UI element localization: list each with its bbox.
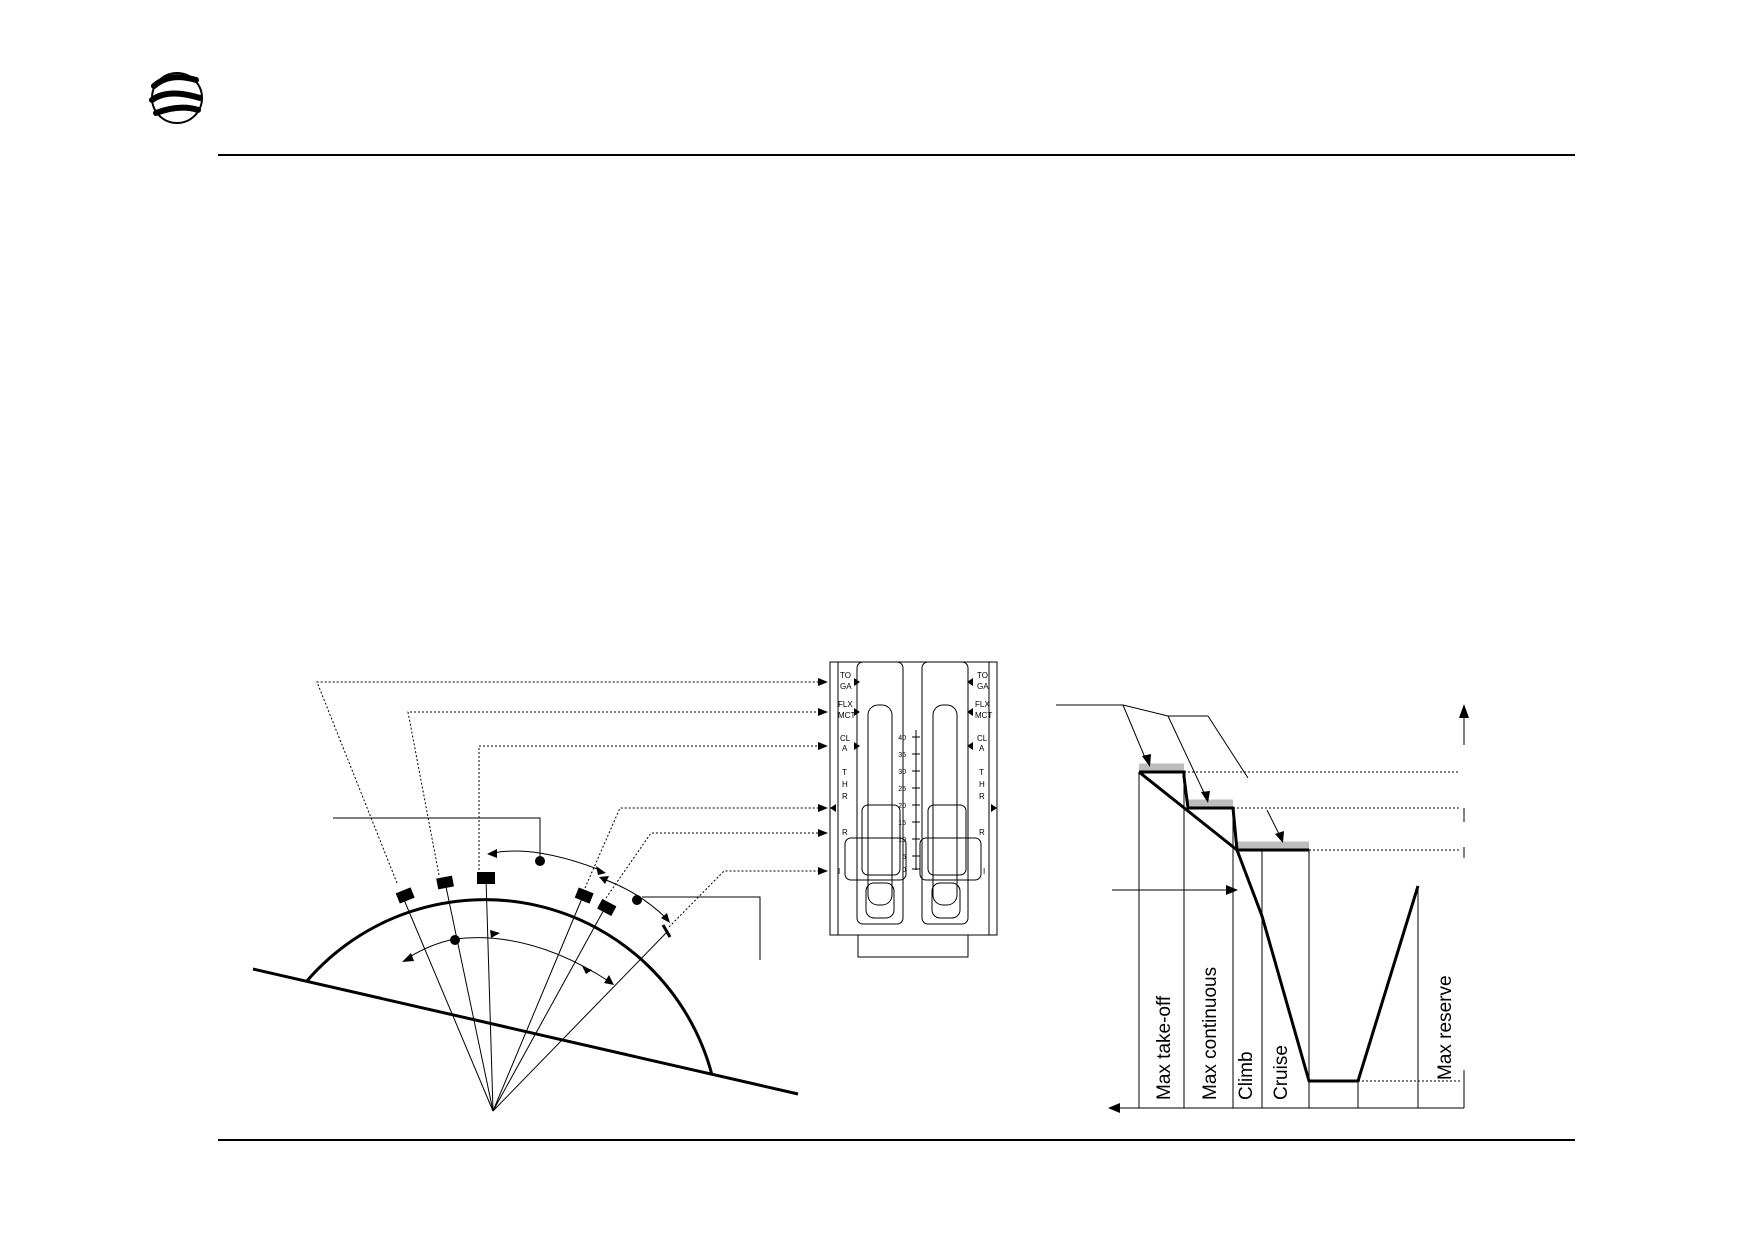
svg-text:20: 20 [898,803,906,810]
svg-text:35: 35 [898,752,906,759]
label-max-take-off: Max take-off [1154,995,1175,1100]
scale-numbers: 40 35 30 25 20 15 10 5 0 [898,735,906,874]
scale-ticks [912,730,920,870]
reverse-leader [642,896,761,960]
upper-leader [333,817,541,856]
rating-callouts [1056,704,1281,891]
label-max-continuous: Max continuous [1200,967,1221,1100]
throttle-quadrant [829,661,998,958]
rating-plateaus [1139,763,1309,849]
label-cruise: Cruise [1271,1045,1292,1100]
quadrant-frame [829,661,998,936]
svg-text:25: 25 [898,786,906,793]
descent-profile-line [1138,770,1420,1083]
svg-text:MCT: MCT [838,711,855,720]
left-detent-labels: TO GA FLX MCT CL A T H R R I [838,671,855,876]
rating-column-labels: Max take-off Max continuous Climb Cruise… [1154,967,1456,1100]
idle-tick [661,924,672,938]
svg-text:I: I [838,867,840,876]
label-max-reserve: Max reserve [1435,975,1456,1080]
svg-text:0: 0 [902,867,906,874]
svg-text:CL: CL [977,734,988,743]
callout-arrowheads [1142,754,1284,895]
svg-text:MCT: MCT [975,711,992,720]
svg-text:T: T [842,768,847,777]
upper-range-dot [535,856,545,866]
reverse-range-dot [632,895,642,905]
leader-lines [316,681,818,928]
svg-text:CL: CL [840,734,851,743]
svg-text:40: 40 [898,735,906,742]
right-detent-labels: TO GA FLX MCT CL A T H R R I [975,671,992,876]
svg-text:H: H [979,780,985,789]
svg-text:15: 15 [898,820,906,827]
svg-text:FLX: FLX [975,700,990,709]
swirl-logo-icon [149,72,203,124]
svg-text:H: H [842,780,848,789]
svg-text:TO: TO [977,671,988,680]
detent-arrows [830,678,997,812]
quadrant-pedestal [857,934,969,958]
quadrant-base-line [252,967,799,1096]
svg-text:T: T [979,768,984,777]
level-dotted-lines [1184,771,1460,1082]
svg-text:FLX: FLX [838,700,853,709]
left-thrust-lever [844,661,907,925]
svg-text:R: R [842,828,848,837]
radial-lines [401,877,669,1112]
leader-arrowheads [818,678,828,875]
inner-range-dot [450,935,460,945]
upper-range-arc [492,850,601,871]
svg-text:TO: TO [840,671,851,680]
svg-text:R: R [842,792,848,801]
svg-text:A: A [979,744,985,753]
thrust-rating-diagram [1056,704,1469,1113]
detent-blocks [395,872,617,917]
svg-text:5: 5 [902,854,906,861]
label-climb: Climb [1236,1051,1257,1100]
svg-text:I: I [983,867,985,876]
svg-text:R: R [979,828,985,837]
right-thrust-lever [919,661,982,925]
svg-text:GA: GA [977,682,989,691]
svg-text:30: 30 [898,769,906,776]
svg-text:GA: GA [840,682,852,691]
svg-text:10: 10 [898,837,906,844]
inner-range-arc [407,937,611,983]
svg-text:R: R [979,792,985,801]
column-dividers [1138,772,1419,1108]
quadrant-arc [304,898,714,1076]
svg-text:A: A [842,744,848,753]
quadrant-diagram [252,678,828,1112]
